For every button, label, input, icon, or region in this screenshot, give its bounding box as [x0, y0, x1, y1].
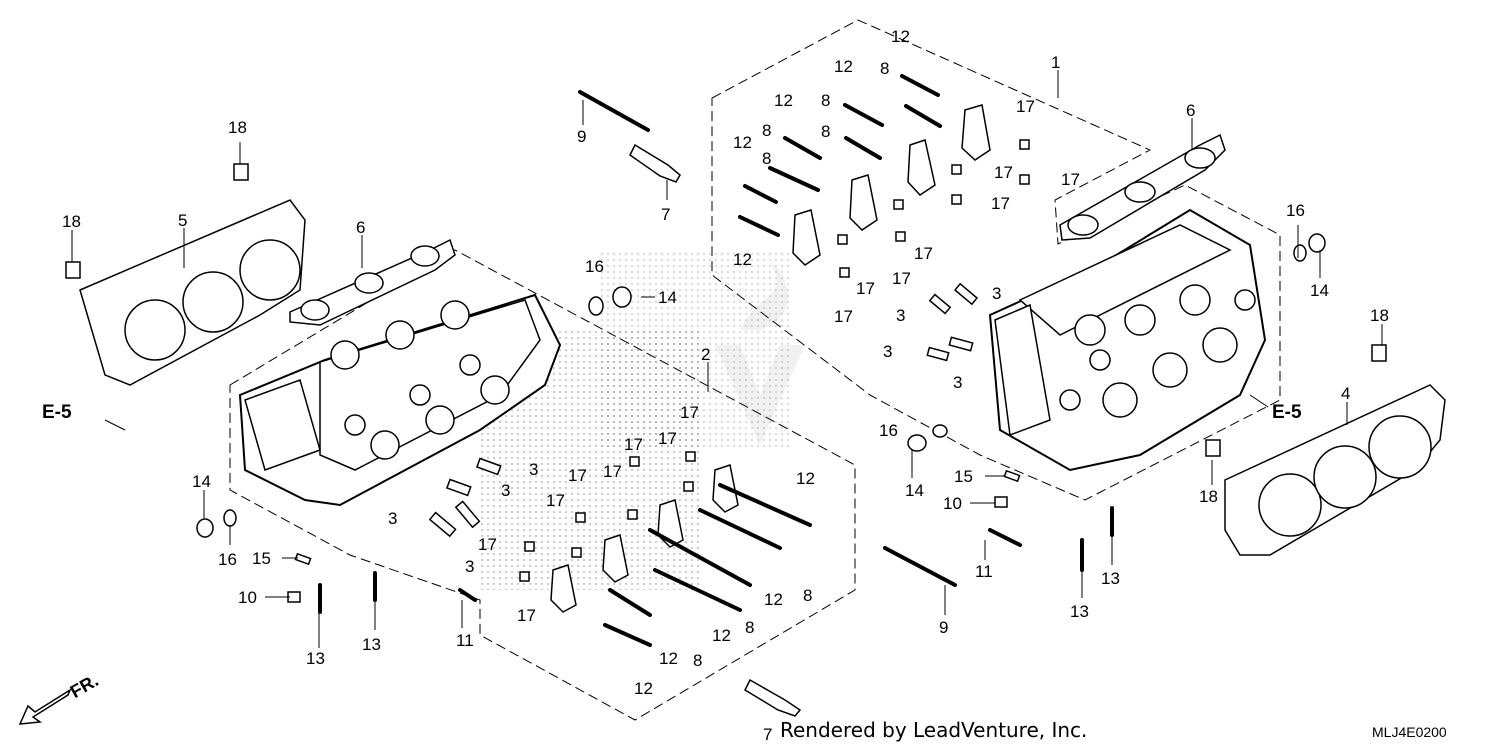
- head-gasket-5: [79, 199, 306, 386]
- small-dowels: [65, 139, 1387, 582]
- label-17: 17: [568, 466, 587, 485]
- label-10: 10: [943, 494, 962, 513]
- part-labels: 1 2 3 3 3 3 3 3 3 3 4 5 6 6 7 7 8 8 8 8 …: [42, 27, 1389, 744]
- label-17: 17: [994, 163, 1013, 182]
- label-17: 17: [914, 244, 933, 263]
- reference-e5-right: E-5: [1272, 402, 1302, 423]
- label-12: 12: [634, 679, 653, 698]
- label-17: 17: [546, 491, 565, 510]
- label-6: 6: [356, 218, 365, 237]
- label-12: 12: [712, 626, 731, 645]
- label-12: 12: [764, 590, 783, 609]
- label-11: 11: [975, 562, 993, 581]
- label-3: 3: [501, 481, 510, 500]
- label-14: 14: [905, 481, 924, 500]
- label-14: 14: [1310, 281, 1329, 300]
- label-17: 17: [834, 307, 853, 326]
- label-12: 12: [796, 469, 815, 488]
- label-8: 8: [803, 586, 812, 605]
- label-3: 3: [388, 509, 397, 528]
- label-18: 18: [228, 118, 247, 137]
- label-3: 3: [883, 342, 892, 361]
- label-11: 11: [456, 631, 474, 650]
- label-7: 7: [763, 725, 772, 744]
- label-17: 17: [680, 403, 699, 422]
- label-18: 18: [1199, 487, 1218, 506]
- label-18: 18: [1370, 306, 1389, 325]
- label-12: 12: [774, 91, 793, 110]
- label-8: 8: [745, 618, 754, 637]
- label-8: 8: [762, 149, 771, 168]
- label-17: 17: [517, 606, 536, 625]
- label-14: 14: [192, 472, 211, 491]
- right-cylinder-head: [988, 208, 1267, 472]
- label-13: 13: [362, 635, 381, 654]
- label-12: 12: [733, 250, 752, 269]
- label-17: 17: [478, 535, 497, 554]
- label-17: 17: [624, 435, 643, 454]
- label-3: 3: [992, 284, 1001, 303]
- label-17: 17: [1061, 170, 1080, 189]
- diagram-code: MLJ4E0200: [1372, 724, 1447, 740]
- label-5: 5: [178, 211, 187, 230]
- dowel-pins: [428, 282, 979, 538]
- shading-area: [600, 250, 790, 450]
- label-3: 3: [465, 557, 474, 576]
- front-direction-arrow-icon: [18, 688, 72, 725]
- label-17: 17: [603, 462, 622, 481]
- label-14: 14: [658, 288, 677, 307]
- studs: [318, 506, 1114, 614]
- label-17: 17: [658, 429, 677, 448]
- label-10: 10: [238, 588, 257, 607]
- exhaust-gasket-right: [1059, 133, 1226, 241]
- label-8: 8: [762, 121, 771, 140]
- label-3: 3: [953, 373, 962, 392]
- label-16: 16: [585, 257, 604, 276]
- bolts: [458, 74, 1022, 647]
- label-8: 8: [821, 91, 830, 110]
- label-17: 17: [856, 279, 875, 298]
- label-6: 6: [1186, 101, 1195, 120]
- label-15: 15: [252, 549, 271, 568]
- label-15: 15: [954, 467, 973, 486]
- label-4: 4: [1341, 384, 1350, 403]
- label-12: 12: [891, 27, 910, 46]
- head-gasket-4: [1224, 384, 1446, 556]
- label-9: 9: [577, 127, 586, 146]
- label-13: 13: [1070, 602, 1089, 621]
- label-13: 13: [306, 649, 325, 668]
- label-16: 16: [218, 550, 237, 569]
- label-12: 12: [733, 133, 752, 152]
- label-17: 17: [991, 194, 1010, 213]
- label-3: 3: [896, 306, 905, 325]
- label-8: 8: [880, 59, 889, 78]
- label-12: 12: [659, 649, 678, 668]
- label-17: 17: [1016, 97, 1035, 116]
- label-16: 16: [879, 421, 898, 440]
- render-credit: Rendered by LeadVenture, Inc.: [780, 718, 1088, 742]
- reference-e5-left: E-5: [42, 402, 72, 423]
- label-12: 12: [834, 57, 853, 76]
- label-8: 8: [821, 122, 830, 141]
- label-2: 2: [701, 345, 710, 364]
- exhaust-gasket-left: [289, 238, 456, 326]
- label-17: 17: [892, 269, 911, 288]
- label-8: 8: [693, 651, 702, 670]
- assembly-box-1: [711, 19, 1281, 501]
- left-cylinder-head: [238, 293, 562, 507]
- label-16: 16: [1286, 201, 1305, 220]
- spark-plugs: [629, 143, 802, 717]
- washers-plugs: [196, 233, 1326, 603]
- label-18: 18: [62, 212, 81, 231]
- label-1: 1: [1051, 53, 1060, 72]
- leader-lines: [71, 70, 1383, 648]
- label-13: 13: [1101, 569, 1120, 588]
- label-3: 3: [529, 460, 538, 479]
- label-7: 7: [661, 205, 670, 224]
- label-9: 9: [939, 618, 948, 637]
